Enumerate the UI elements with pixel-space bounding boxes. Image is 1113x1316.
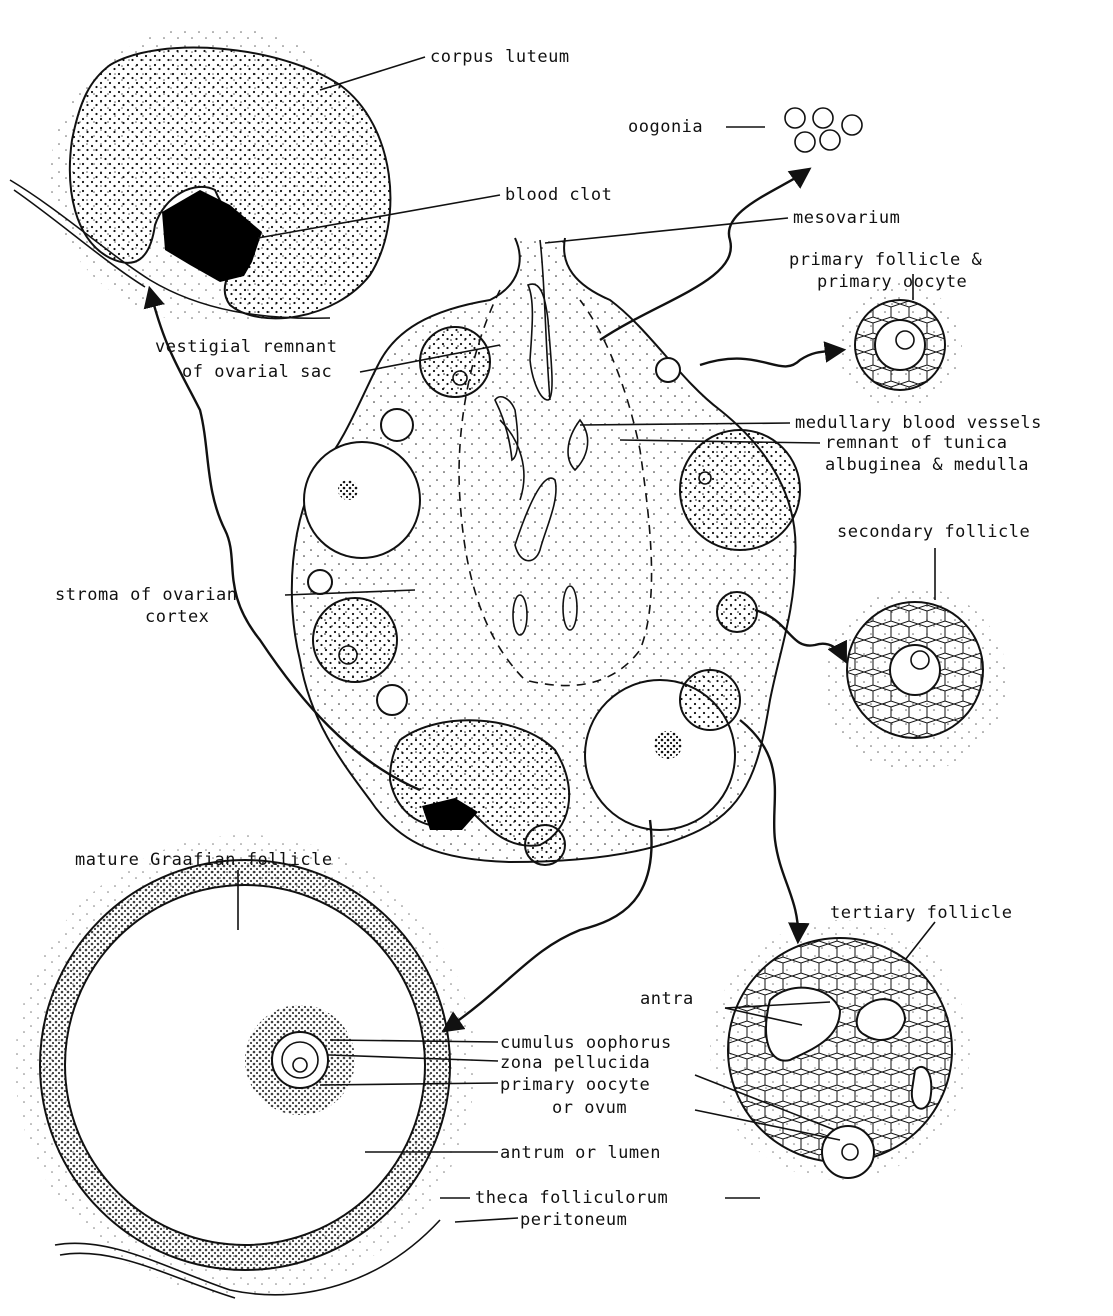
label-remnant-2: albuginea & medulla (825, 455, 1029, 475)
label-stroma-1: stroma of ovarian (55, 585, 238, 605)
corpus-luteum-figure (10, 25, 390, 325)
label-vestigial-2: of ovarial sac (182, 362, 332, 382)
label-or-ovum: or ovum (552, 1098, 627, 1118)
label-zona-pellucida: zona pellucida (500, 1053, 650, 1073)
label-stroma-2: cortex (145, 607, 209, 627)
label-corpus-luteum: corpus luteum (430, 47, 570, 67)
label-mesovarium: mesovarium (793, 208, 900, 228)
label-tertiary-follicle: tertiary follicle (830, 903, 1013, 923)
label-theca-folliculorum: theca folliculorum (475, 1188, 668, 1208)
label-vestigial-1: vestigial remnant (155, 337, 338, 357)
label-antrum-or-lumen: antrum or lumen (500, 1143, 661, 1163)
label-medullary-vessels: medullary blood vessels (795, 413, 1042, 433)
primary-follicle-figure (838, 283, 962, 407)
ovary-cross-section (292, 238, 800, 865)
label-primary-oocyte: primary oocyte (500, 1075, 650, 1095)
label-antra: antra (640, 989, 694, 1009)
oogonia-cells (785, 108, 862, 152)
graafian-follicle-figure (15, 835, 475, 1298)
secondary-follicle-figure (823, 588, 1007, 772)
label-oogonia: oogonia (628, 117, 703, 137)
label-blood-clot: blood clot (505, 185, 612, 205)
label-peritoneum: peritoneum (520, 1210, 627, 1230)
label-cumulus-oophorus: cumulus oophorus (500, 1033, 672, 1053)
label-primary-follicle-1: primary follicle & (789, 250, 982, 270)
tertiary-follicle-figure (710, 920, 970, 1180)
label-secondary-follicle: secondary follicle (837, 522, 1030, 542)
label-primary-follicle-2: primary oocyte (817, 272, 967, 292)
label-mature-graafian: mature Graafian follicle (75, 850, 333, 870)
label-remnant-1: remnant of tunica (825, 433, 1008, 453)
